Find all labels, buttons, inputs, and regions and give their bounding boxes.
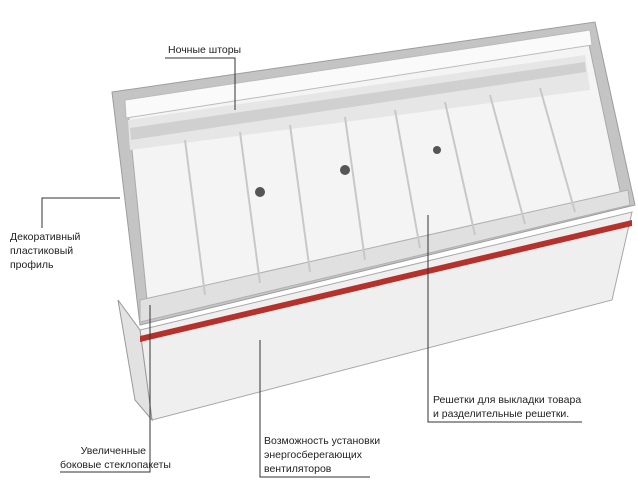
red-stripe xyxy=(140,220,632,342)
label-line: Решетки для выкладки товара xyxy=(433,394,582,406)
label-line: Декоративный xyxy=(10,231,81,243)
front-glass xyxy=(139,189,631,323)
back-grille xyxy=(130,62,586,140)
label-line: Увеличенные xyxy=(80,445,146,457)
label-line: боковые стеклопакеты xyxy=(60,459,171,471)
label-line: энергосберегающих xyxy=(264,449,363,461)
label-line: профиль xyxy=(10,259,54,271)
night-curtain xyxy=(124,29,593,119)
label-grids: Решетки для выкладки товара и разделител… xyxy=(433,393,581,421)
label-fans: Возможность установки энергосберегающих … xyxy=(264,434,380,476)
label-line: вентиляторов xyxy=(264,463,332,475)
label-side-glass: Увеличенные боковые стеклопакеты xyxy=(60,444,171,472)
fan-icons xyxy=(255,146,441,197)
label-decorative-profile: Декоративный пластиковый профиль xyxy=(10,230,80,272)
label-night-curtains: Ночные шторы xyxy=(168,44,242,56)
label-line: и разделительные решетки. xyxy=(433,408,570,420)
label-line: пластиковый xyxy=(10,245,74,257)
divider-grids xyxy=(184,87,576,296)
freezer-body-left xyxy=(117,299,153,422)
label-line: Возможность установки xyxy=(264,435,381,447)
callout-lines xyxy=(41,57,582,478)
